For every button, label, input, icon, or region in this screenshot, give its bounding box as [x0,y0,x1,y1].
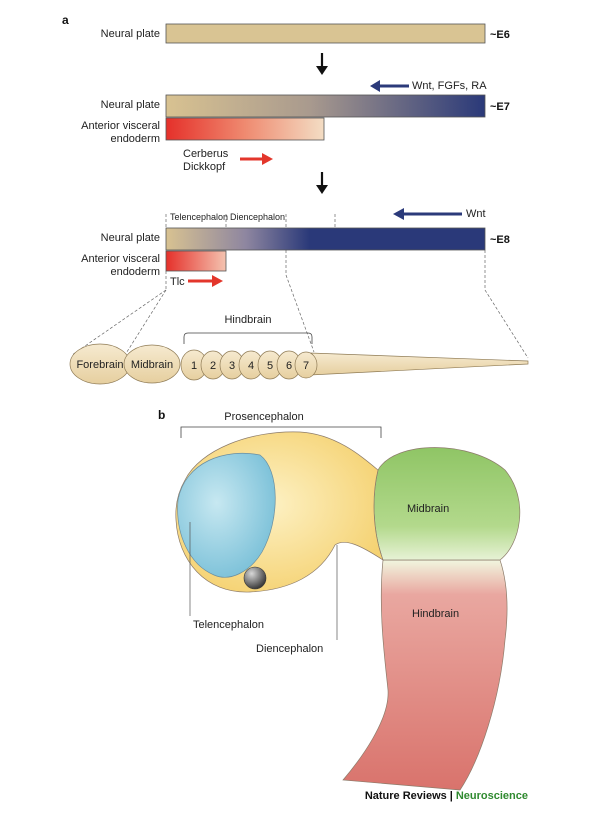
row2-signal-arrow [370,80,409,92]
row3-ave-label-2: endoderm [110,266,160,278]
panel-a-letter: a [62,13,69,27]
spinal-cord-tail [309,352,529,376]
row1-stage: ~E6 [490,29,510,41]
row1-neural-plate-bar [165,23,486,44]
row1-neural-plate-label: Neural plate [101,28,160,40]
row3-neural-plate-bar [165,227,486,251]
down-arrow-icon [316,172,328,194]
row2-neural-plate-label: Neural plate [101,99,160,111]
neural-tube [69,343,529,385]
midbrain-label: Midbrain [407,503,449,515]
row2-ave-bar [165,117,325,141]
row2-ave-label-1: Anterior visceral [81,120,160,132]
rhombomere-number: 2 [210,360,216,372]
hindbrain-shape [342,559,508,791]
credit-separator: | [449,790,453,802]
row3-factor-arrow [188,275,223,287]
telencephalon-label: Telencephalon [193,619,264,631]
row2-stage: ~E7 [490,101,510,113]
row2-factor-cerberus: Cerberus [183,148,229,160]
telencephalon-shape [177,452,276,578]
row3-stage: ~E8 [490,234,510,246]
row2-neural-plate-bar [165,94,486,118]
journal-name: Nature Reviews [364,790,447,802]
tube-hindbrain-label: Hindbrain [224,314,271,326]
hindbrain-label: Hindbrain [412,608,459,620]
row3-diencephalon-label: Diencephalon [230,212,285,222]
optic-vesicle-icon [243,566,267,590]
row2-ave-label-2: endoderm [110,133,160,145]
down-arrow-icon [316,53,328,75]
tube-midbrain-label: Midbrain [131,359,173,371]
row3-ave-label-1: Anterior visceral [81,253,160,265]
midbrain-vesicle [123,344,181,384]
row2-factor-dickkopf: Dickkopf [183,161,226,173]
rhombomere-number: 5 [267,360,273,372]
journal-credit: Nature Reviews|Neuroscience [365,790,528,802]
rhombomere-number: 7 [303,360,309,372]
rhombomere-number: 4 [248,360,254,372]
diencephalon-label: Diencephalon [256,643,323,655]
row3-neural-plate-label: Neural plate [101,232,160,244]
rhombomere-number: 1 [191,360,197,372]
prosencephalon-bracket [180,426,382,438]
rhombomere-number: 3 [229,360,235,372]
row3-signal-arrow [393,208,462,220]
rhombomere-7 [294,351,318,379]
rhombomere-number: 6 [286,360,292,372]
guide-lines [71,214,529,359]
row3-ave-bar [165,250,227,272]
tube-forebrain-label: Forebrain [76,359,123,371]
row2-factor-arrow [240,153,273,165]
prosencephalon-label: Prosencephalon [224,411,304,423]
row3-factor-tlc: Tlc [170,276,185,288]
row2-signal-label: Wnt, FGFs, RA [412,80,487,92]
panel-b-letter: b [158,408,165,422]
tube-hindbrain-bracket [183,332,313,344]
row3-signal-label: Wnt [466,208,486,220]
row3-telencephalon-label: Telencephalon [170,212,228,222]
journal-section: Neuroscience [455,790,528,802]
